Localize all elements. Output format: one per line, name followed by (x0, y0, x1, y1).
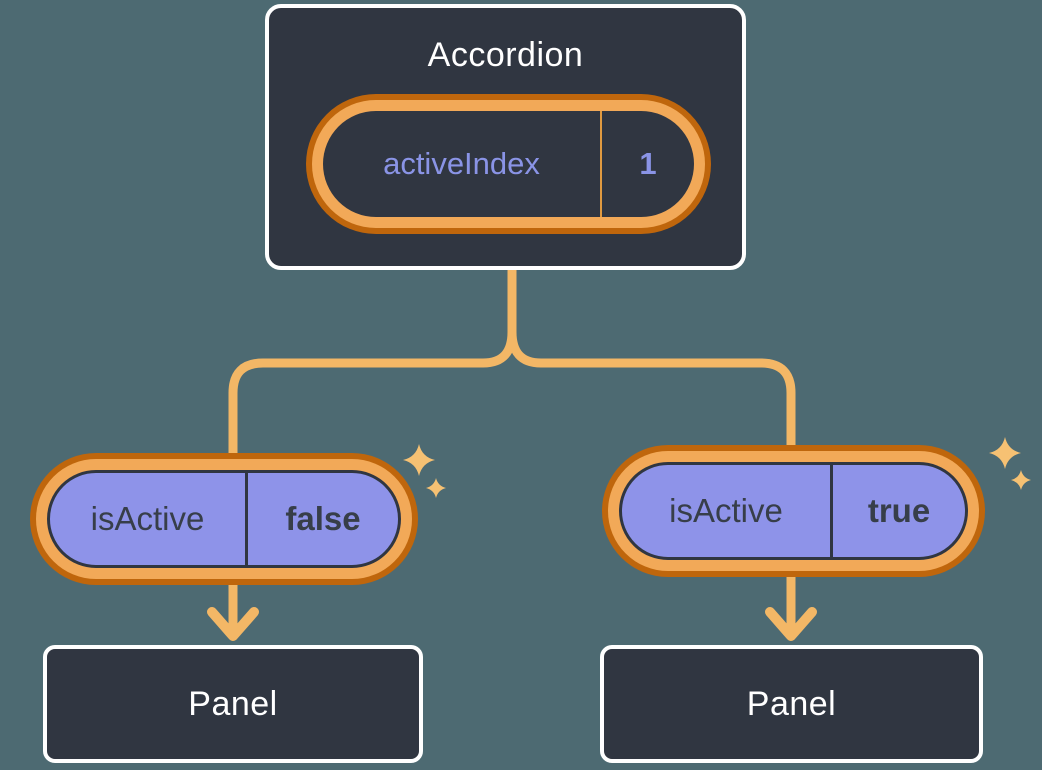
prop-value: false (285, 500, 361, 537)
state-name: activeIndex (383, 146, 540, 181)
sparkle-icon (1011, 470, 1031, 490)
sparkle-icon (426, 478, 446, 498)
sparkle-icon (403, 444, 435, 476)
arrow-down-right-icon (765, 607, 817, 641)
sparkle-icon (989, 437, 1021, 469)
prop-name: isActive (669, 492, 783, 529)
prop-value-cell: true (833, 465, 965, 557)
state-pill-active-index: activeIndex 1 (312, 100, 705, 228)
arrow-down-left-icon (207, 607, 259, 641)
prop-pill-body: isActive true (619, 462, 968, 560)
panel-label: Panel (188, 684, 278, 723)
pill-divider (245, 473, 248, 565)
pill-divider (600, 111, 602, 217)
prop-name-cell: isActive (50, 473, 245, 565)
prop-pill-is-active-false: isActive false (36, 459, 412, 579)
prop-name: isActive (90, 500, 205, 537)
state-pill-body: activeIndex 1 (323, 111, 694, 217)
prop-pill-is-active-true: isActive true (608, 451, 979, 571)
accordion-title: Accordion (427, 36, 584, 74)
state-value: 1 (639, 146, 657, 181)
prop-name-cell: isActive (622, 465, 830, 557)
prop-value-cell: false (248, 473, 398, 565)
prop-pill-body: isActive false (47, 470, 401, 568)
state-name-cell: activeIndex (323, 111, 600, 217)
connector-right (507, 266, 796, 637)
state-value-cell: 1 (602, 111, 694, 217)
panel-label: Panel (746, 684, 837, 723)
pill-divider (830, 465, 833, 557)
panel-box-right: Panel (600, 645, 983, 763)
panel-box-left: Panel (43, 645, 423, 763)
prop-value: true (867, 492, 931, 529)
